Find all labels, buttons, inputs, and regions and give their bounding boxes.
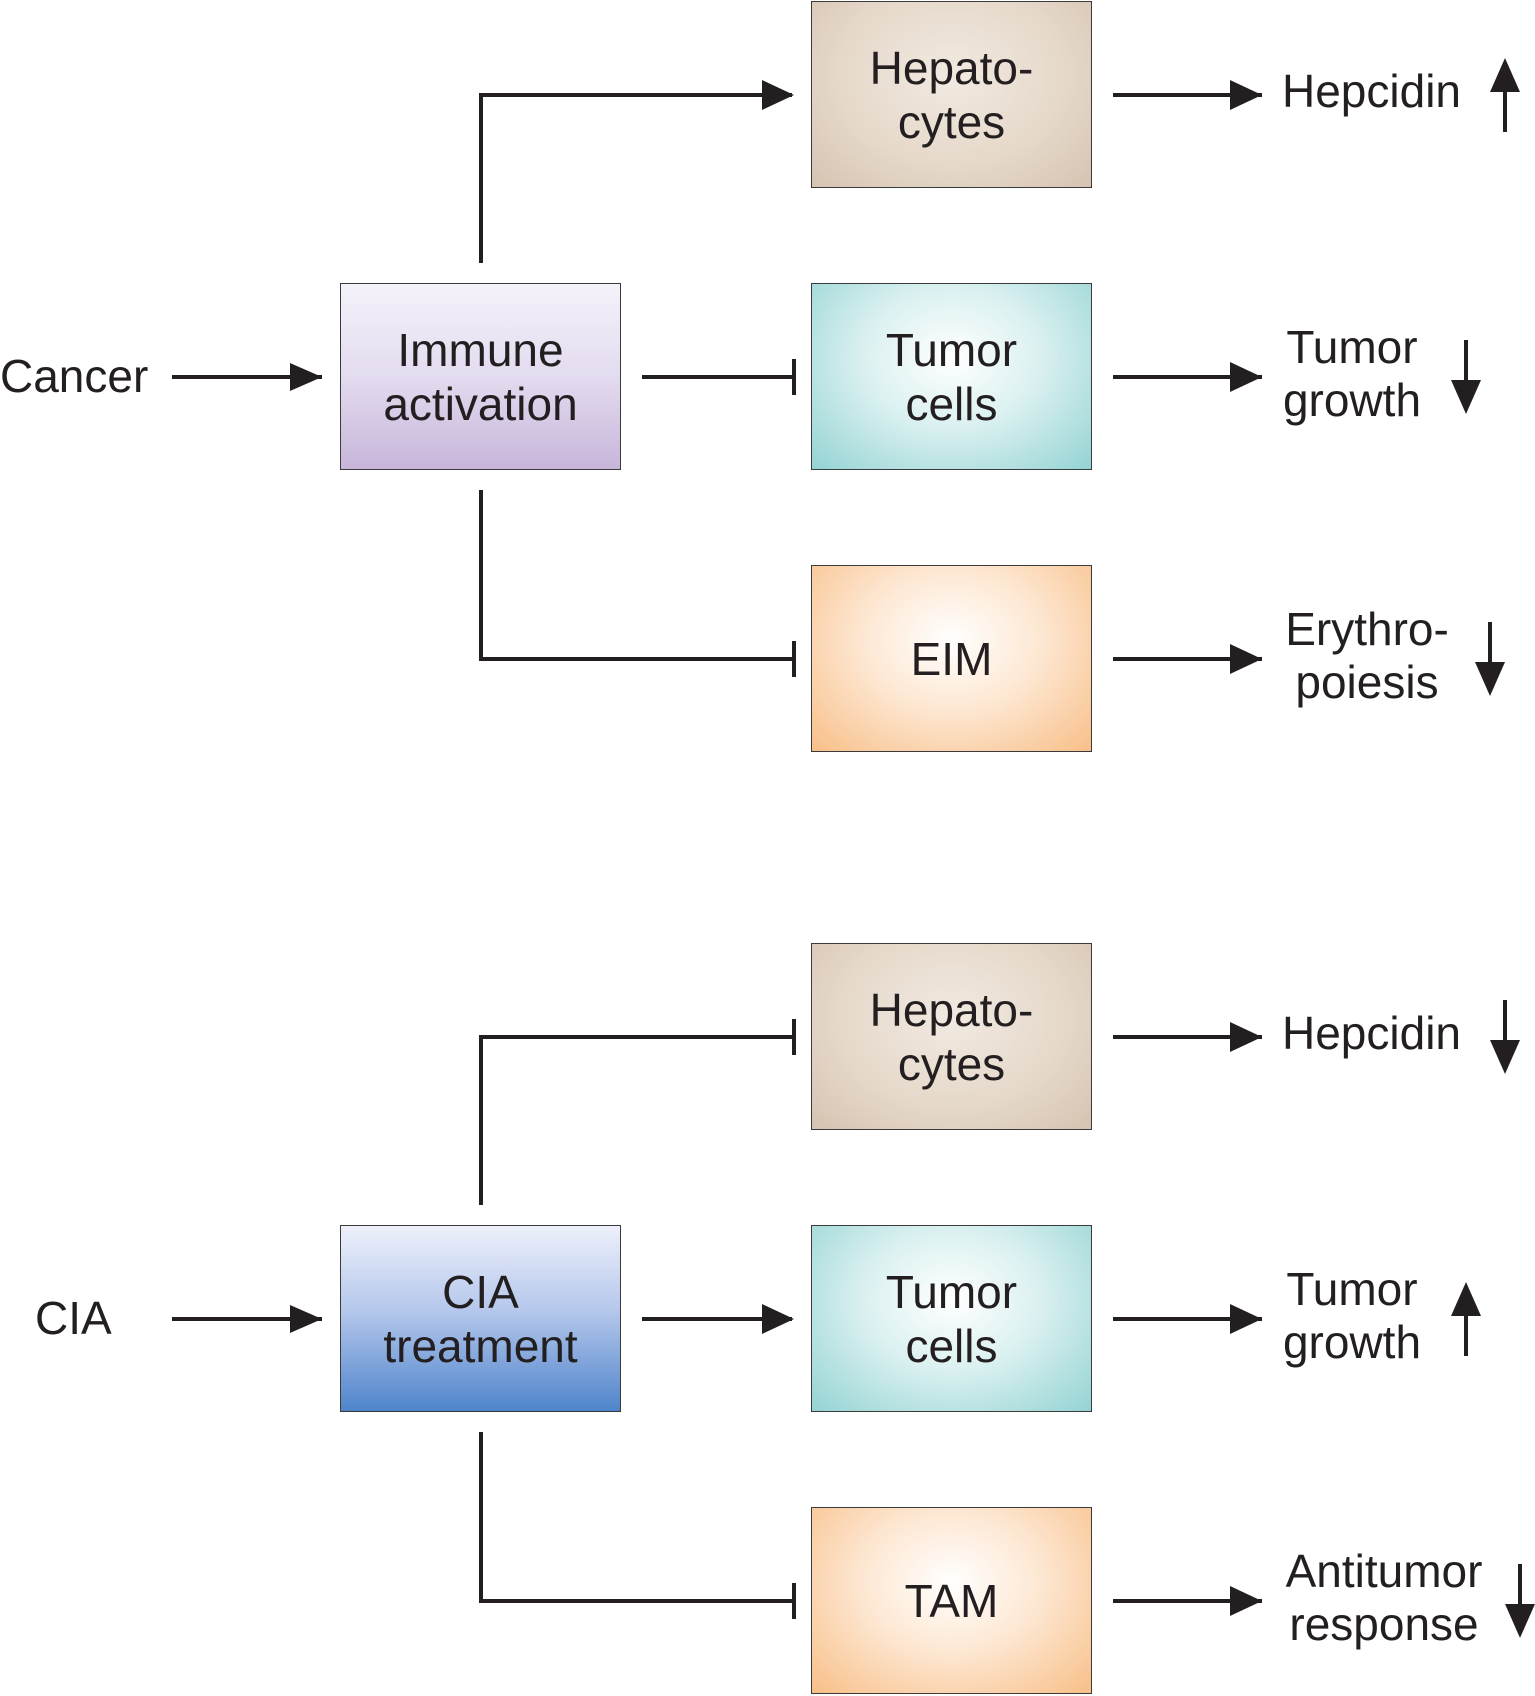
down-arrow-icon — [1490, 1000, 1520, 1074]
immune-activation-box: Immune activation — [340, 283, 621, 470]
cia-text: CIA — [35, 1292, 112, 1344]
outcome-text: Antitumor — [1285, 1545, 1483, 1597]
arrow-immune-to-hepatocytes — [479, 93, 792, 263]
box-label-line: cells — [905, 1319, 998, 1372]
outcome-text: Hepcidin — [1282, 65, 1461, 117]
cia-treatment-box: CIA treatment — [340, 1225, 621, 1412]
inhibit-treatment-to-tam — [479, 1432, 794, 1603]
arrowhead — [1230, 1022, 1262, 1052]
arrowhead — [290, 363, 322, 391]
up-arrow-icon — [1451, 1282, 1481, 1356]
hepcidin-outcome-label: Hepcidin — [1282, 65, 1461, 118]
antitumor-response-outcome-label: Antitumor response — [1282, 1545, 1486, 1651]
box-label-line: cytes — [897, 1037, 1006, 1090]
arrowhead — [290, 1305, 322, 1333]
box-label-line: cytes — [897, 95, 1006, 148]
box-label-line: activation — [383, 377, 578, 430]
arrowhead — [1230, 644, 1262, 674]
outcome-text: growth — [1282, 374, 1422, 426]
box-label-line: treatment — [383, 1319, 578, 1372]
tumor-cells-box-2: Tumor cells — [811, 1225, 1092, 1412]
down-arrow-icon — [1505, 1564, 1535, 1638]
outcome-text: growth — [1282, 1316, 1422, 1368]
tumor-cells-box: Tumor cells — [811, 283, 1092, 470]
tam-box: TAM — [811, 1507, 1092, 1694]
box-label-line: Hepato- — [869, 41, 1034, 94]
box-label-line: Tumor — [885, 1265, 1018, 1318]
inhibit-treatment-to-hepatocytes — [479, 1035, 794, 1205]
arrowhead — [1230, 80, 1262, 110]
outcome-text: Tumor — [1286, 1263, 1418, 1315]
down-arrow-icon — [1475, 622, 1505, 696]
arrowhead — [1230, 1304, 1262, 1334]
eim-box: EIM — [811, 565, 1092, 752]
box-label-line: Tumor — [885, 323, 1018, 376]
cancer-text: Cancer — [0, 350, 149, 402]
arrowhead — [1230, 1586, 1262, 1616]
box-label-line: cells — [905, 377, 998, 430]
box-label-line: EIM — [910, 632, 993, 685]
outcome-text: response — [1289, 1598, 1479, 1650]
hepcidin-outcome-label-2: Hepcidin — [1282, 1007, 1461, 1060]
hepatocytes-box: Hepato- cytes — [811, 1, 1092, 188]
tumor-growth-outcome-label: Tumor growth — [1282, 321, 1422, 427]
outcome-text: Hepcidin — [1282, 1007, 1461, 1059]
down-arrow-icon — [1451, 340, 1481, 414]
tumor-growth-outcome-label-2: Tumor growth — [1282, 1263, 1422, 1369]
hepatocytes-box-2: Hepato- cytes — [811, 943, 1092, 1130]
arrowhead — [762, 1304, 794, 1334]
box-label-line: CIA — [442, 1265, 519, 1318]
erythropoiesis-outcome-label: Erythro- poiesis — [1282, 603, 1452, 709]
up-arrow-icon — [1490, 58, 1520, 132]
inhibit-immune-to-eim — [479, 490, 794, 661]
cancer-label: Cancer — [0, 350, 148, 403]
box-label-line: Hepato- — [869, 983, 1034, 1036]
outcome-text: poiesis — [1295, 656, 1439, 708]
box-label-line: Immune — [397, 323, 564, 376]
cia-label: CIA — [35, 1292, 112, 1345]
box-label-line: TAM — [904, 1574, 999, 1627]
arrowhead — [1230, 362, 1262, 392]
outcome-text: Erythro- — [1285, 603, 1449, 655]
arrowhead — [762, 80, 794, 110]
outcome-text: Tumor — [1286, 321, 1418, 373]
